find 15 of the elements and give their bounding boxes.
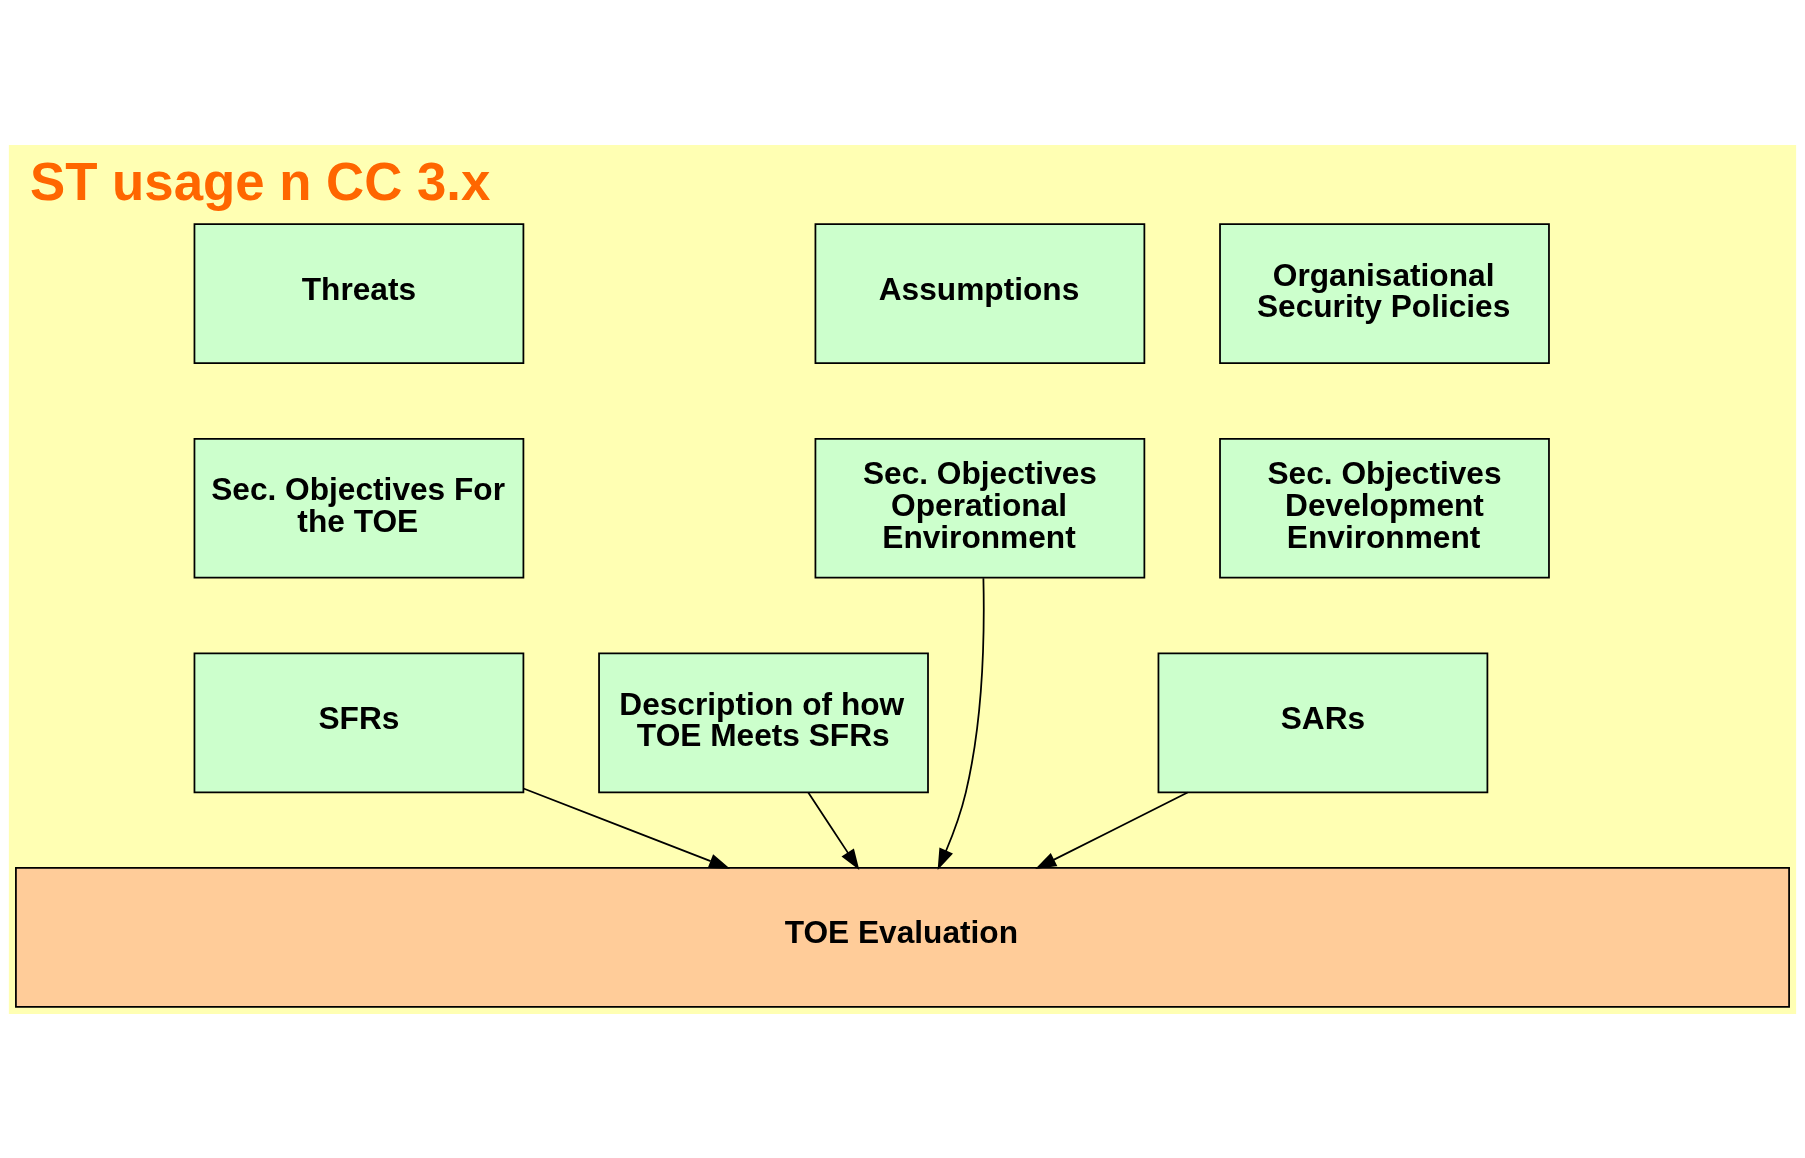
node-box: SARs xyxy=(1157,652,1489,793)
arrow xyxy=(937,576,985,870)
node-box: TOE Evaluation xyxy=(15,866,1790,1008)
arrow xyxy=(807,791,860,870)
node-box: Threats xyxy=(193,222,525,364)
arrow xyxy=(1035,791,1189,869)
node-box: Sec. Objectives Development Environment xyxy=(1219,437,1550,579)
node-box: SFRs xyxy=(193,652,525,793)
arrow xyxy=(522,787,731,869)
diagram-title: ST usage n CC 3.x xyxy=(29,151,491,211)
node-box: Sec. Objectives Operational Environment xyxy=(814,437,1146,579)
node-box: Assumptions xyxy=(814,222,1146,364)
node-box: Sec. Objectives For the TOE xyxy=(193,437,525,579)
node-box: Description of how TOE Meets SFRs xyxy=(598,652,929,793)
node-box: Organisational Security Policies xyxy=(1219,222,1550,364)
